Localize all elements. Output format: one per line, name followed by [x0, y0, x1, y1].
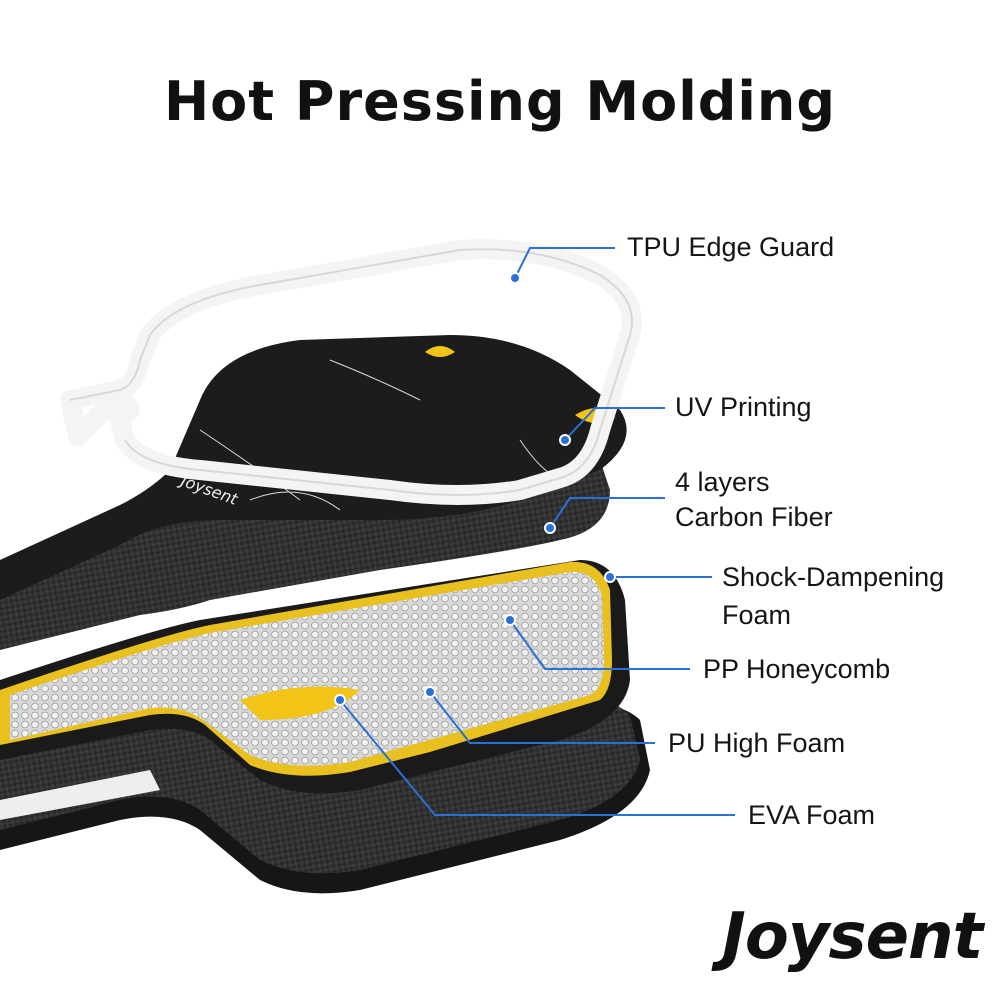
page-title: Hot Pressing Molding: [163, 70, 837, 133]
label-shock-foam-line1: Shock-Dampening: [722, 562, 945, 592]
brand-logo: Joysent: [722, 900, 983, 974]
callout-lines: [339, 247, 735, 816]
label-pp-honeycomb: PP Honeycomb: [703, 654, 891, 684]
label-tpu-edge-guard: TPU Edge Guard: [627, 232, 835, 262]
label-carbon-fiber-line1: 4 layers: [675, 467, 770, 497]
label-carbon-fiber-line2: Carbon Fiber: [675, 502, 833, 532]
label-pu-high-foam: PU High Foam: [668, 728, 846, 758]
label-eva-foam: EVA Foam: [748, 800, 876, 830]
label-shock-foam-line2: Foam: [722, 600, 792, 630]
uv-print-layer: [0, 335, 627, 600]
callout-dots: [334, 272, 616, 706]
label-uv-printing: UV Printing: [675, 392, 812, 422]
